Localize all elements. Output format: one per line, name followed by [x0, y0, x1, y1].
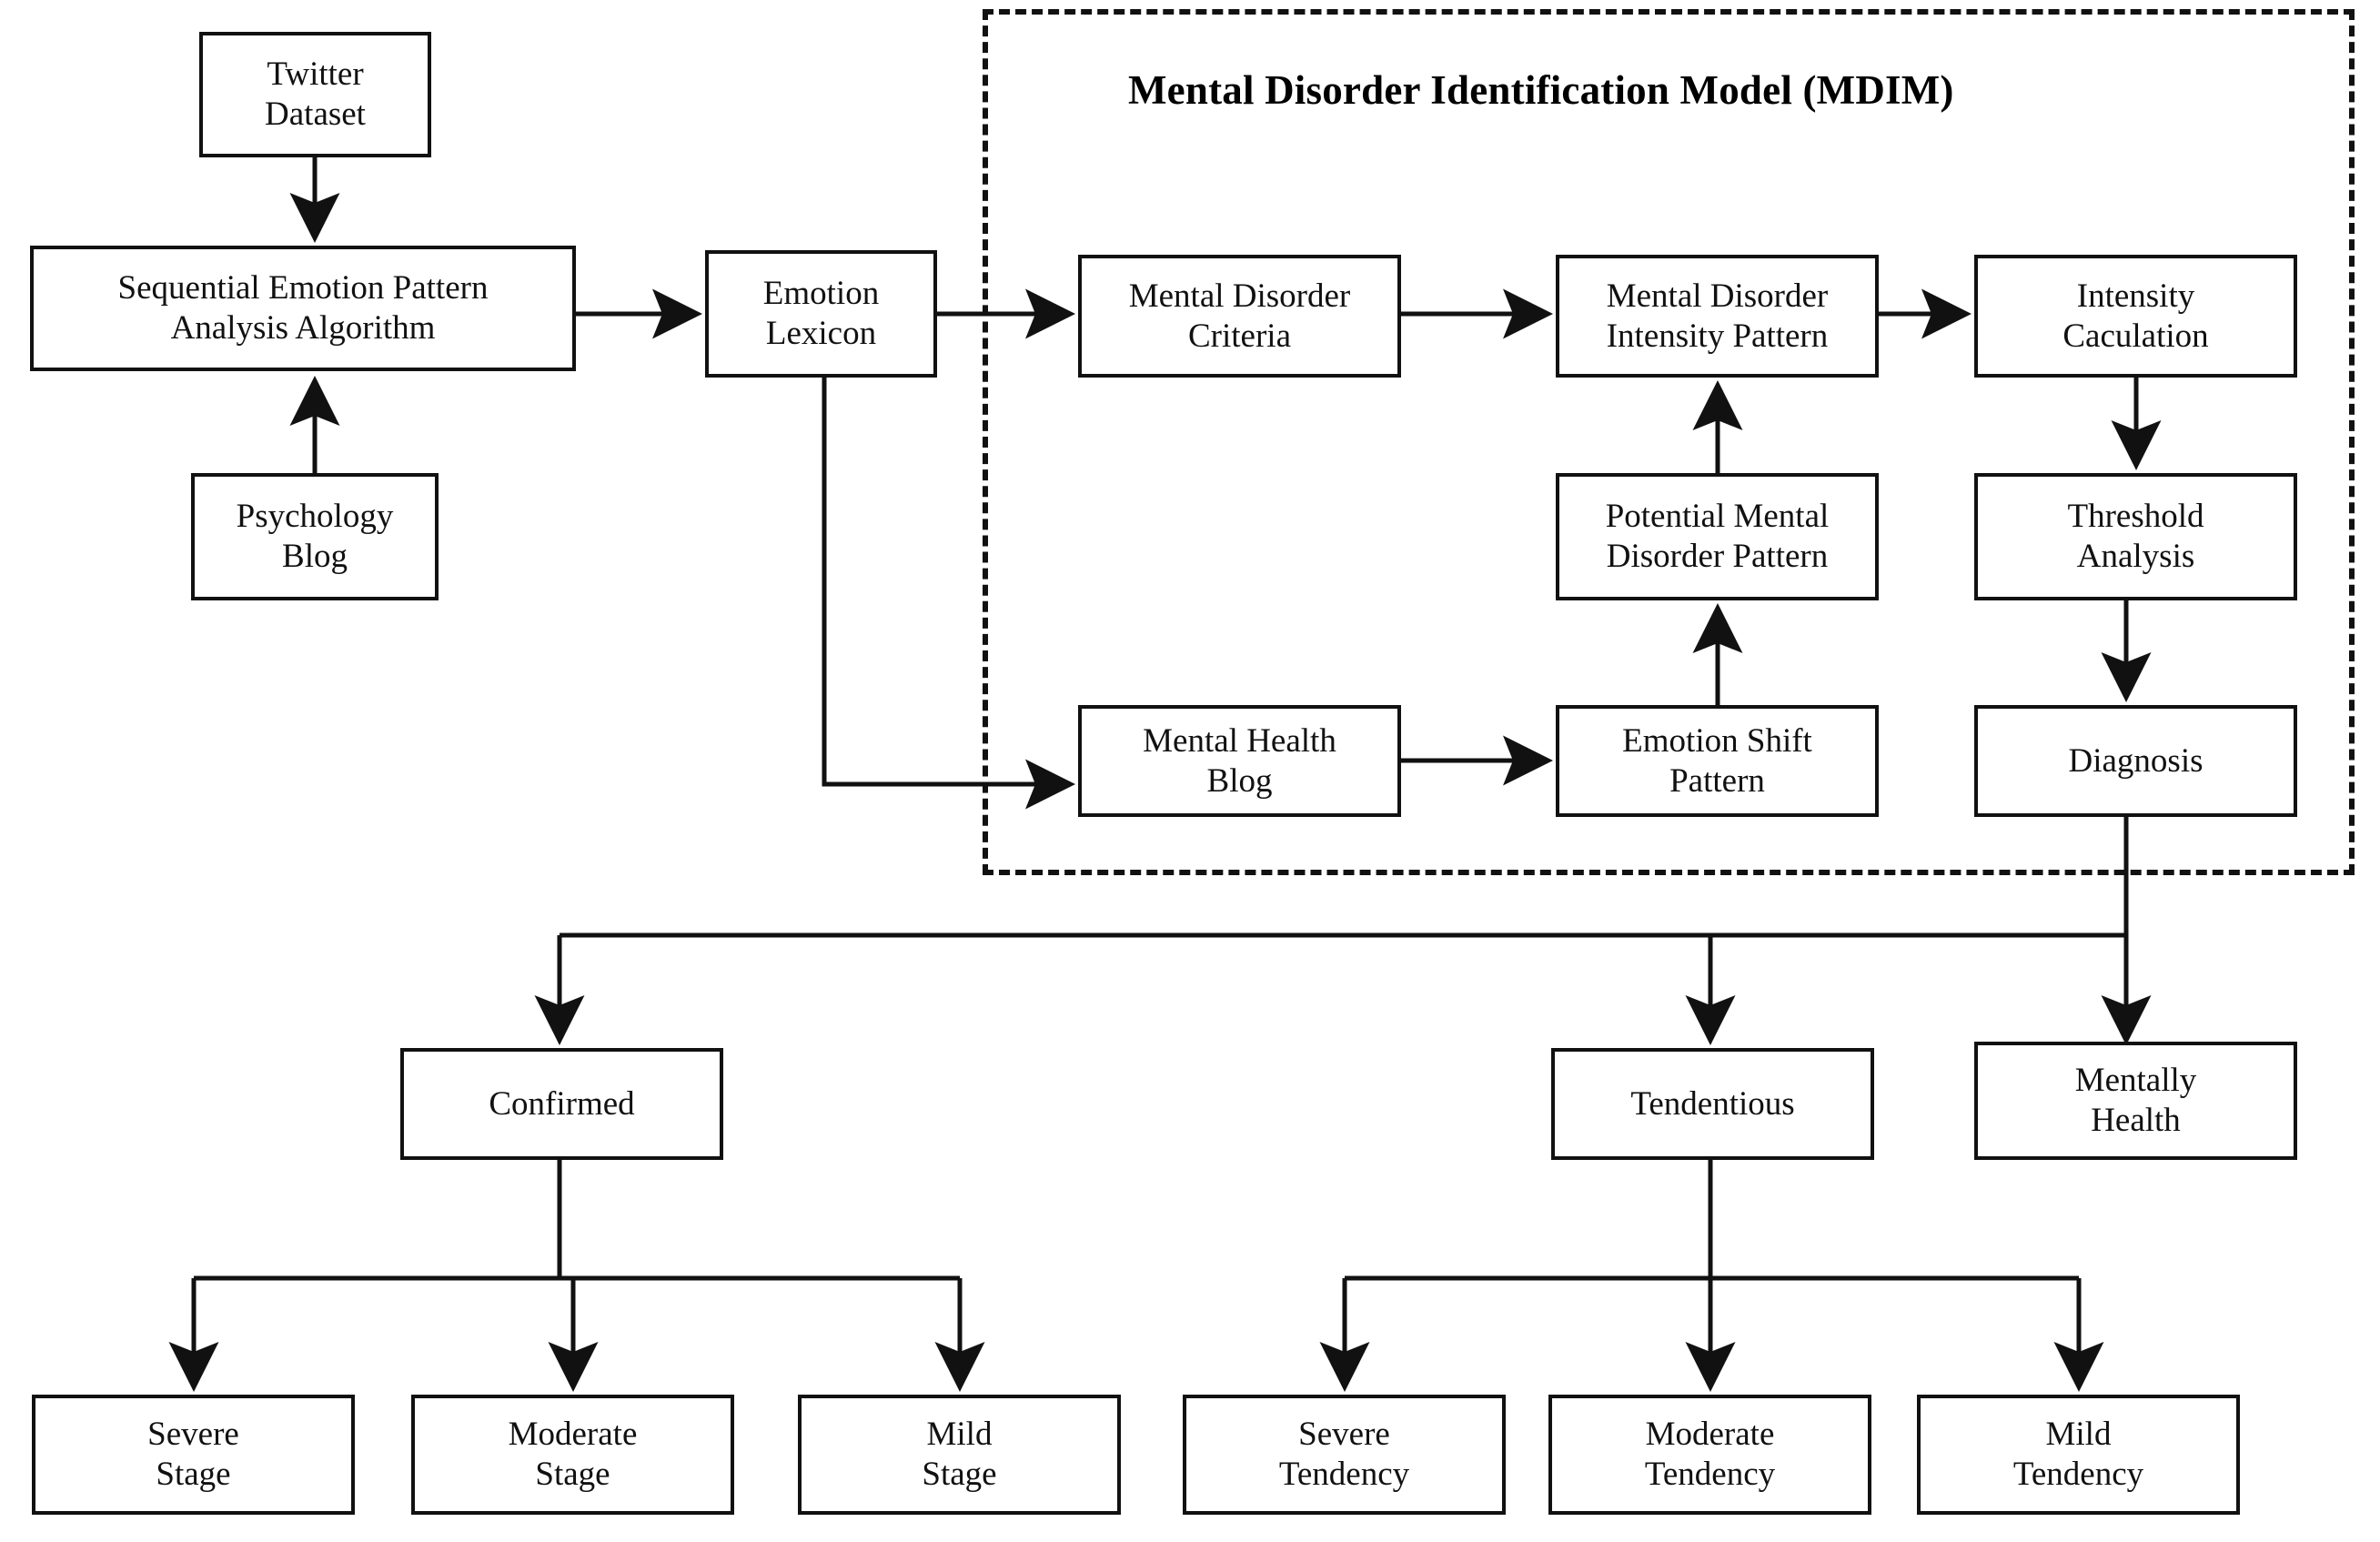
node-emotion-lexicon[interactable]: Emotion Lexicon	[705, 250, 937, 378]
node-mentally-health[interactable]: Mentally Health	[1974, 1042, 2297, 1160]
node-emotion-shift-pattern[interactable]: Emotion Shift Pattern	[1556, 705, 1879, 817]
node-mild-stage[interactable]: Mild Stage	[798, 1395, 1121, 1515]
node-severe-tendency[interactable]: Severe Tendency	[1183, 1395, 1506, 1515]
node-mental-disorder-criteria[interactable]: Mental Disorder Criteria	[1078, 255, 1401, 378]
node-mild-tendency[interactable]: Mild Tendency	[1917, 1395, 2240, 1515]
node-mental-health-blog[interactable]: Mental Health Blog	[1078, 705, 1401, 817]
node-psychology-blog[interactable]: Psychology Blog	[191, 473, 439, 600]
node-potential-mental-disorder-pattern[interactable]: Potential Mental Disorder Pattern	[1556, 473, 1879, 600]
node-threshold-analysis[interactable]: Threshold Analysis	[1974, 473, 2297, 600]
node-diagnosis[interactable]: Diagnosis	[1974, 705, 2297, 817]
node-sequential-emotion-pattern-analysis-algorithm[interactable]: Sequential Emotion Pattern Analysis Algo…	[30, 246, 576, 371]
node-mental-disorder-intensity-pattern[interactable]: Mental Disorder Intensity Pattern	[1556, 255, 1879, 378]
node-tendentious[interactable]: Tendentious	[1551, 1048, 1874, 1160]
mdim-title: Mental Disorder Identification Model (MD…	[1128, 67, 1954, 113]
node-severe-stage[interactable]: Severe Stage	[32, 1395, 355, 1515]
node-moderate-tendency[interactable]: Moderate Tendency	[1548, 1395, 1871, 1515]
edge-lexicon-to-mentalhealthblog	[822, 378, 1075, 810]
node-confirmed[interactable]: Confirmed	[400, 1048, 723, 1160]
node-moderate-stage[interactable]: Moderate Stage	[411, 1395, 734, 1515]
node-twitter-dataset[interactable]: Twitter Dataset	[199, 32, 431, 157]
node-intensity-caculation[interactable]: Intensity Caculation	[1974, 255, 2297, 378]
